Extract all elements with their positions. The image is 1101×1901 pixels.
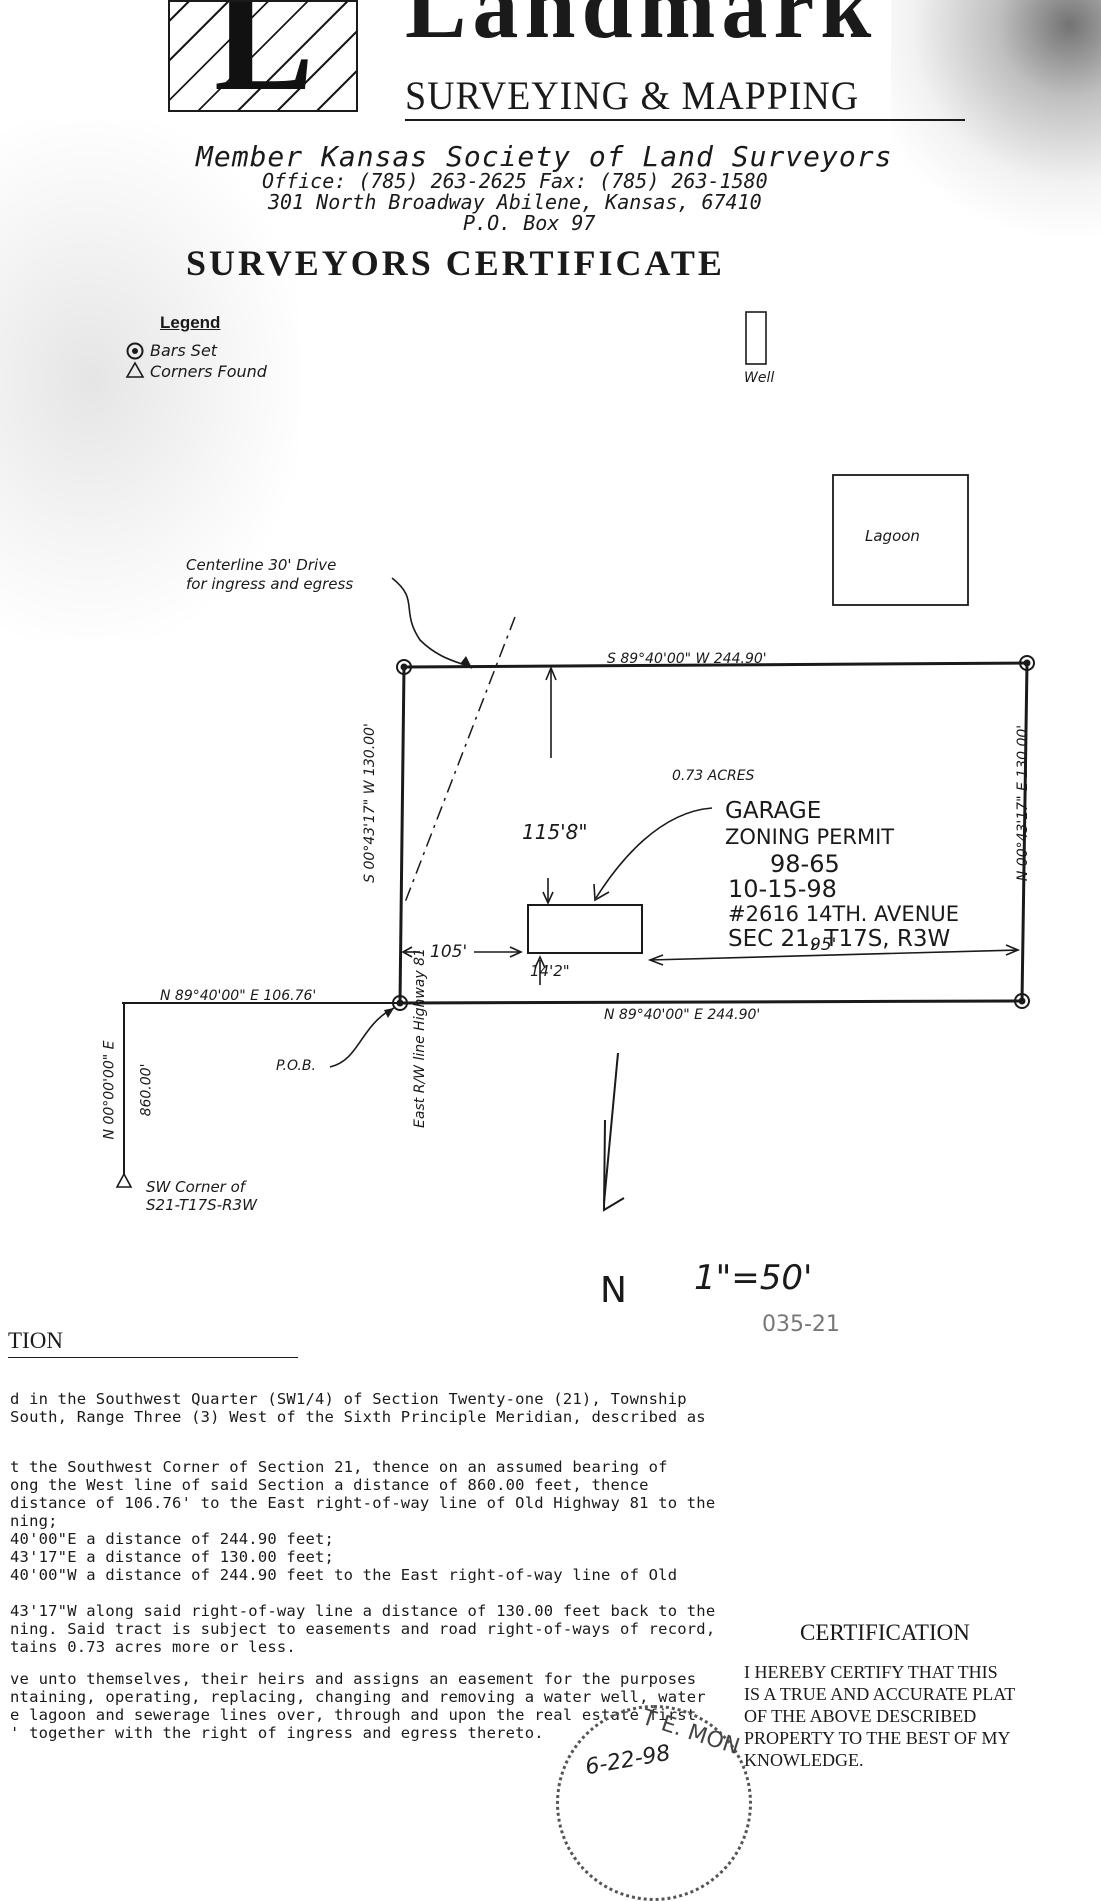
certification-line: OF THE ABOVE DESCRIBED [744, 1706, 977, 1726]
description-line: t the Southwest Corner of Section 21, th… [10, 1458, 668, 1476]
permit-line-2: ZONING PERMIT [725, 825, 895, 849]
brand-subtitle: SURVEYING & MAPPING [405, 73, 860, 118]
garage-building [527, 904, 643, 954]
section-line-distance: 860.00' [138, 1063, 155, 1117]
certification-line: IS A TRUE AND ACCURATE PLAT [744, 1684, 1016, 1704]
well-label: Well [744, 370, 775, 386]
permit-line-1: GARAGE [725, 798, 822, 824]
triangle-icon [125, 361, 145, 378]
description-line: South, Range Three (3) West of the Sixth… [10, 1408, 706, 1426]
header-divider [405, 119, 965, 121]
brand-name: Landmark [405, 0, 878, 57]
sw-corner-label-1: SW Corner of [146, 1178, 246, 1196]
sw-corner-label-2: S21-T17S-R3W [146, 1196, 257, 1214]
document-title: SURVEYORS CERTIFICATE [186, 243, 725, 283]
certification-line: PROPERTY TO THE BEST OF MY [744, 1728, 1011, 1748]
highway-label: East R/W line Highway 81 [411, 948, 428, 1128]
description-line: 43'17"W along said right-of-way line a d… [10, 1602, 716, 1620]
dim-top: 115'8" [522, 820, 588, 844]
permit-line-6: SEC 21, T17S, R3W [728, 926, 951, 952]
certification-line: I HEREBY CERTIFY THAT THIS [744, 1662, 998, 1682]
description-line: ' together with the right of ingress and… [10, 1724, 544, 1742]
pob-label: P.O.B. [276, 1058, 316, 1074]
description-line: ning. Said tract is subject to easements… [10, 1620, 716, 1638]
stamp-number: 035-21 [762, 1312, 840, 1337]
description-line: ning; [10, 1512, 58, 1530]
drive-callout-arrow [391, 577, 473, 669]
company-logo: L [168, 0, 358, 112]
description-line: 40'00"W a distance of 244.90 feet to the… [10, 1566, 678, 1584]
north-arrow [602, 1052, 625, 1212]
scale-label: 1"=50' [694, 1258, 813, 1298]
lagoon-outline [832, 474, 969, 606]
sw-corner-triangle [115, 1172, 133, 1188]
logo-letter: L [214, 0, 315, 112]
property-boundary [398, 661, 1029, 1005]
north-arrow-label: N [600, 1270, 627, 1311]
certification-heading: CERTIFICATION [800, 1620, 970, 1645]
area-label: 0.73 ACRES [672, 768, 755, 784]
description-line: ong the West line of said Section a dist… [10, 1476, 649, 1494]
description-line: 40'00"E a distance of 244.90 feet; [10, 1530, 335, 1548]
lagoon-label: Lagoon [865, 527, 920, 545]
dim-bottom: 14'2" [530, 962, 570, 980]
legend-corners-found: Corners Found [150, 362, 267, 381]
tie-line-bearing: N 89°40'00" E 106.76' [160, 988, 317, 1004]
legend-title: Legend [160, 313, 221, 332]
circle-dot-icon [126, 342, 144, 360]
membership-line: Member Kansas Society of Land Surveyors [196, 140, 893, 173]
description-line: d in the Southwest Quarter (SW1/4) of Se… [10, 1390, 687, 1408]
legend-bars-set: Bars Set [150, 341, 218, 360]
dim-right: 95' [810, 935, 837, 955]
bars-set-markers [392, 655, 1035, 1011]
permit-line-3: 98-65 [770, 850, 840, 878]
well-symbol [745, 311, 767, 365]
description-line: e lagoon and sewerage lines over, throug… [10, 1706, 697, 1724]
drive-centerline [403, 616, 516, 906]
description-line: 43'17"E a distance of 130.00 feet; [10, 1548, 335, 1566]
pob-arrow [329, 1007, 395, 1068]
drive-label-2: for ingress and egress [186, 575, 354, 593]
dimension-arrows [401, 665, 1021, 985]
certification-line: KNOWLEDGE. [744, 1750, 864, 1770]
heading-rule [8, 1357, 298, 1358]
description-line: ve unto themselves, their heirs and assi… [10, 1670, 697, 1688]
north-line-bearing: S 89°40'00" W 244.90' [607, 651, 767, 667]
description-heading: TION [8, 1328, 63, 1353]
dim-left: 105' [430, 942, 468, 962]
address-line: 301 North Broadway Abilene, Kansas, 6741… [268, 190, 762, 214]
west-line-bearing: S 00°43'17" W 130.00' [361, 723, 378, 883]
south-line-bearing: N 89°40'00" E 244.90' [604, 1007, 761, 1023]
permit-line-4: 10-15-98 [728, 875, 837, 903]
office-line: Office: (785) 263-2625 Fax: (785) 263-15… [262, 169, 768, 193]
section-line-bearing: N 00°00'00" E [101, 1040, 118, 1140]
description-line: tains 0.73 acres more or less. [10, 1638, 296, 1656]
permit-line-5: #2616 14TH. AVENUE [728, 902, 960, 926]
plat-drawing [115, 311, 1035, 1212]
scan-noise [891, 0, 1101, 250]
description-line: ntaining, operating, replacing, changing… [10, 1688, 706, 1706]
east-line-bearing: N 00°43'17" E 130.00' [1015, 724, 1032, 882]
po-box: P.O. Box 97 [463, 211, 596, 235]
scan-noise [0, 120, 300, 640]
description-line: distance of 106.76' to the East right-of… [10, 1494, 716, 1512]
drive-label-1: Centerline 30' Drive [186, 556, 337, 574]
